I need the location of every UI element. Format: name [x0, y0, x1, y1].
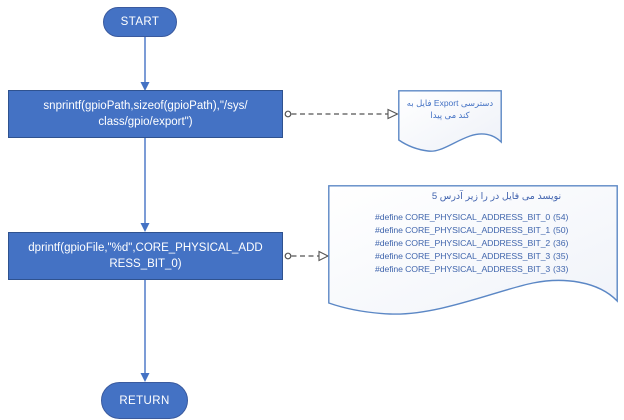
- define-text: #define CORE_PHYSICAL_ADDRESS_BIT_3: [375, 263, 551, 274]
- export-note-text: به‎ فایل‎ Export دسترسی‎ پیدا‎ می‎ کند‎: [398, 97, 502, 121]
- connector-process1-to-process2-arrow: [140, 138, 150, 232]
- flowchart-node-dprintf: dprintf(gpioFile,"%d",CORE_PHYSICAL_ADD …: [8, 232, 283, 280]
- define-text: #define CORE_PHYSICAL_ADDRESS_BIT_3: [375, 250, 551, 261]
- flowchart-node-return: RETURN: [101, 382, 188, 419]
- flowchart-node-start: START: [103, 7, 177, 37]
- process1-line2: class/gpio/export"): [98, 116, 193, 128]
- process2-line1: dprintf(gpioFile,"%d",CORE_PHYSICAL_ADD: [28, 242, 263, 254]
- export-note-line2: پیدا‎ می‎ کند‎: [430, 110, 470, 120]
- export-note-line1: به‎ فایل‎ Export دسترسی‎: [406, 98, 494, 108]
- document-shape-export-note: [398, 90, 502, 152]
- define-row: #define CORE_PHYSICAL_ADDRESS_BIT_2 (36): [328, 236, 619, 249]
- define-row: #define CORE_PHYSICAL_ADDRESS_BIT_3 (35): [328, 249, 619, 262]
- connector-process2-to-defines-dashed: [284, 250, 330, 262]
- document-shape-defines: [328, 185, 618, 315]
- process1-line1: snprintf(gpioPath,sizeof(gpioPath),"/sys…: [43, 100, 248, 112]
- start-label: START: [120, 16, 160, 28]
- define-text: #define CORE_PHYSICAL_ADDRESS_BIT_2: [375, 237, 551, 248]
- connector-start-to-process1-arrow: [140, 37, 150, 91]
- defines-list: #define CORE_PHYSICAL_ADDRESS_BIT_0 (54)…: [328, 210, 619, 275]
- define-value: (33): [553, 263, 569, 274]
- define-row: #define CORE_PHYSICAL_ADDRESS_BIT_0 (54): [328, 210, 619, 223]
- define-value: (35): [553, 250, 569, 261]
- connector-process2-to-return-arrow: [140, 280, 150, 382]
- define-text: #define CORE_PHYSICAL_ADDRESS_BIT_1: [375, 224, 551, 235]
- process2-line2: RESS_BIT_0): [109, 258, 182, 270]
- define-value: (50): [553, 224, 569, 235]
- define-value: (54): [553, 211, 569, 222]
- define-text: #define CORE_PHYSICAL_ADDRESS_BIT_0: [375, 211, 551, 222]
- define-row: #define CORE_PHYSICAL_ADDRESS_BIT_1 (50): [328, 223, 619, 236]
- defines-doc-header: 5 آدرس‎ زیر‎ را‎ در‎ فایل‎ می‎ نویسد‎: [431, 191, 562, 202]
- flowchart-node-snprintf: snprintf(gpioPath,sizeof(gpioPath),"/sys…: [8, 90, 283, 138]
- connector-process1-to-note-dashed: [284, 108, 399, 120]
- defines-doc-content: 5 آدرس‎ زیر‎ را‎ در‎ فایل‎ می‎ نویسد‎ #d…: [328, 190, 619, 275]
- define-row: #define CORE_PHYSICAL_ADDRESS_BIT_3 (33): [328, 262, 619, 275]
- define-value: (36): [553, 237, 569, 248]
- return-label: RETURN: [119, 394, 170, 407]
